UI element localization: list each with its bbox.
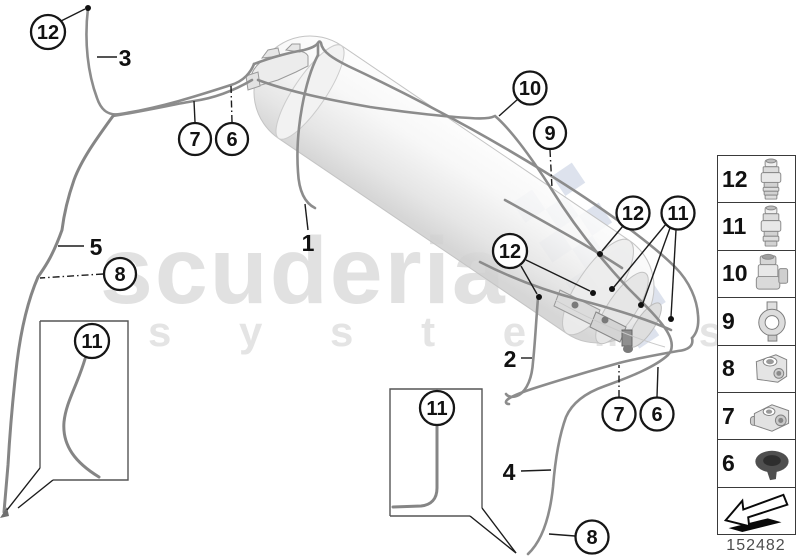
callout-label: 7 (613, 404, 624, 426)
callout-label: 7 (189, 129, 200, 151)
callout-4[interactable]: 4 (503, 459, 516, 485)
legend-label: 10 (722, 260, 748, 287)
quick-connect-coupling-icon (760, 205, 782, 247)
tank-front-cap (275, 44, 345, 140)
tank-strap-1 (296, 53, 320, 210)
callout-8-left[interactable]: 8 (102, 256, 138, 292)
fuel-line-7 (504, 336, 694, 406)
callout-7-top[interactable]: 7 (177, 121, 213, 157)
callout-leaders (39, 5, 677, 537)
callout-11-inset2[interactable]: 11 (418, 389, 456, 427)
callout-label: 6 (226, 129, 237, 151)
legend-row-arrow[interactable] (718, 486, 795, 534)
legend-row-12[interactable]: 12 (718, 156, 795, 202)
callout-12-right[interactable]: 12 (615, 195, 651, 231)
legend-row-11[interactable]: 11 (718, 202, 795, 249)
double-line-holder-icon (749, 403, 790, 432)
fuel-line-9-10 (256, 78, 674, 556)
hose-stub-a (503, 198, 624, 270)
inset-box-2 (389, 388, 517, 554)
callout-label: 11 (667, 203, 688, 225)
legend-label: 9 (722, 307, 735, 334)
callout-label: 10 (519, 78, 541, 100)
callout-label: 11 (81, 331, 102, 353)
grommet-icon (755, 450, 789, 481)
callout-12-mid[interactable]: 12 (491, 232, 529, 270)
callout-11-inset1[interactable]: 11 (73, 322, 111, 360)
callout-label: 8 (586, 527, 597, 549)
direction-arrow-icon (723, 493, 789, 533)
callout-6-bottom[interactable]: 6 (639, 396, 675, 432)
callout-label: 12 (622, 203, 644, 225)
callout-9[interactable]: 9 (532, 115, 568, 151)
callout-3[interactable]: 3 (119, 45, 132, 71)
hose-stub-b (478, 260, 673, 332)
callout-10[interactable]: 10 (512, 70, 548, 106)
fuel-line-3 (85, 6, 256, 116)
legend-row-6[interactable]: 6 (718, 439, 795, 486)
callout-1[interactable]: 1 (302, 230, 315, 256)
tank-fittings (553, 289, 666, 353)
callout-7-bottom[interactable]: 7 (601, 396, 637, 432)
legend-label: 6 (722, 449, 735, 476)
line-holder-icon (755, 354, 788, 383)
inset1-hose (62, 357, 101, 479)
legend-row-10[interactable]: 10 (718, 249, 795, 297)
fuel-line-2 (504, 296, 540, 399)
callout-12-topleft[interactable]: 12 (29, 13, 67, 51)
fuel-line-top-bundle (252, 40, 700, 340)
callout-8-bottom[interactable]: 8 (574, 519, 610, 555)
callout-label: 11 (426, 398, 447, 420)
callout-2[interactable]: 2 (504, 346, 517, 372)
parts-legend: 12 11 (717, 155, 796, 535)
callout-6-top[interactable]: 6 (214, 121, 250, 157)
callout-5[interactable]: 5 (90, 234, 103, 260)
legend-label: 8 (722, 355, 735, 382)
inset2-hose (391, 424, 439, 509)
legend-label: 12 (722, 165, 748, 192)
callout-label: 6 (651, 404, 662, 426)
legend-row-7[interactable]: 7 (718, 391, 795, 439)
legend-row-9[interactable]: 9 (718, 297, 795, 344)
callouts: 12 3 7 6 10 9 1 5 8 11 12 (29, 13, 696, 555)
callout-label: 8 (114, 264, 125, 286)
inset-box-1 (6, 320, 129, 511)
legend-label: 7 (722, 402, 735, 429)
legend-label: 11 (722, 213, 747, 240)
quick-connect-coupling-icon (760, 158, 782, 200)
legend-row-8[interactable]: 8 (718, 344, 795, 392)
callout-label: 9 (544, 123, 555, 145)
callout-11-right[interactable]: 11 (660, 195, 696, 231)
line-connector-icon (755, 254, 789, 291)
figure-code: 152482 (726, 537, 786, 554)
callout-label: 12 (499, 241, 521, 263)
hose-clamp-icon (758, 301, 786, 342)
fuel-line-5 (2, 114, 115, 514)
callout-label: 12 (37, 22, 59, 44)
